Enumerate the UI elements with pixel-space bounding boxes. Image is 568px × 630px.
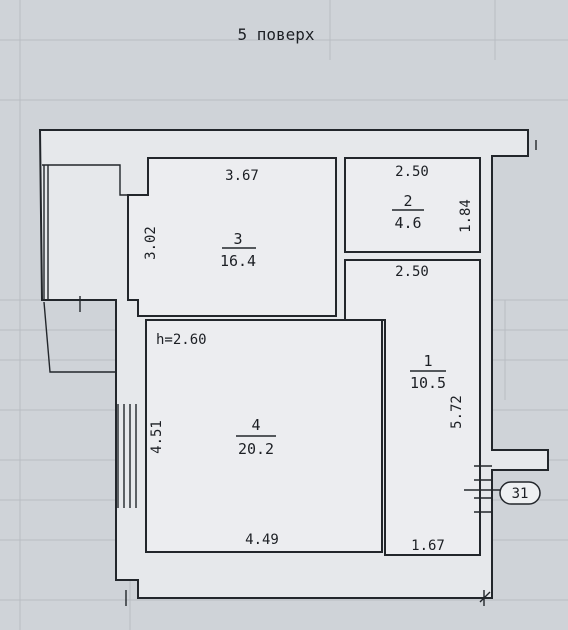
room-1-length: 5.72 <box>449 395 465 429</box>
room-2-area: 4.6 <box>394 214 421 232</box>
door-east <box>464 465 500 513</box>
room-2 <box>344 157 481 253</box>
ceiling-height: h=2.60 <box>156 332 207 348</box>
room-1-width: 2.50 <box>395 264 429 280</box>
axis-marker-label: 31 <box>512 486 529 502</box>
room-2-width: 2.50 <box>395 164 429 180</box>
window-west <box>117 404 137 508</box>
room-1-area: 10.5 <box>410 374 446 392</box>
page-title: 5 поверх <box>237 25 314 44</box>
room-1-number: 1 <box>423 352 432 370</box>
room-2-number: 2 <box>403 192 412 210</box>
room-3-number: 3 <box>233 230 242 248</box>
room-2-height: 1.84 <box>458 199 474 233</box>
room-4-area: 20.2 <box>238 440 274 458</box>
room-4-height: 4.51 <box>149 420 165 454</box>
room-3-width: 3.67 <box>225 168 259 184</box>
axis-marker-bubble <box>499 481 541 505</box>
room-1-bottom: 1.67 <box>411 538 445 554</box>
room-3-area: 16.4 <box>220 252 256 270</box>
bottom-ticks <box>125 590 491 606</box>
room-4-width: 4.49 <box>245 532 279 548</box>
room-3 <box>127 157 337 317</box>
room-4-number: 4 <box>251 416 260 434</box>
room-3-height: 3.02 <box>143 226 159 260</box>
